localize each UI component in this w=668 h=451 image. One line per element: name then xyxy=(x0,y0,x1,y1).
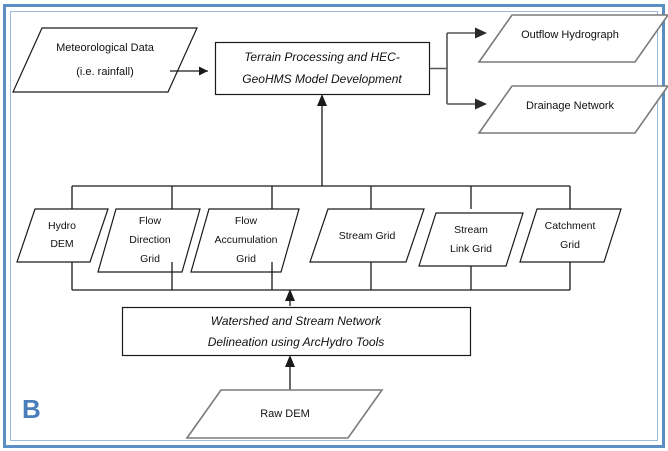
drainage-network-label: Drainage Network xyxy=(526,100,615,112)
raw-dem-label: Raw DEM xyxy=(260,408,310,420)
grid-4-line1: Stream xyxy=(454,224,488,236)
grid-1-line1: Flow xyxy=(139,215,162,227)
grid-5-line1: Catchment xyxy=(545,220,596,232)
node-watershed-delineation xyxy=(121,306,472,357)
manifold-drops-top xyxy=(71,186,571,209)
grid-2-line1: Flow xyxy=(235,215,258,227)
arrowhead-grids-to-terrain xyxy=(317,94,327,106)
meteorological-data-line1: Meteorological Data xyxy=(56,42,155,54)
node-drainage-network xyxy=(477,85,668,134)
node-outflow-hydrograph xyxy=(477,14,668,63)
node-raw-dem xyxy=(185,389,384,439)
terrain-processing-line2: GeoHMS Model Development xyxy=(242,72,402,86)
figure-border-outer xyxy=(3,4,665,448)
node-grid-2 xyxy=(190,208,300,273)
node-grid-4 xyxy=(418,212,524,267)
arrowhead-to-outflow-hydrograph xyxy=(475,27,487,39)
grid-3-line1: Stream Grid xyxy=(339,230,396,242)
node-meteorological-data xyxy=(12,27,198,93)
watershed-delineation-line2: Delineation using ArcHydro Tools xyxy=(208,335,385,349)
node-grid-3 xyxy=(309,208,425,263)
grid-4-line2: Link Grid xyxy=(450,243,492,255)
grid-2-line3: Grid xyxy=(236,253,256,265)
arrowhead-meteo-to-terrain xyxy=(199,66,208,76)
grid-1-line3: Grid xyxy=(140,253,160,265)
grid-2-line2: Accumulation xyxy=(214,234,277,246)
manifold-drops-bottom xyxy=(71,262,571,290)
grid-5-line2: Grid xyxy=(560,239,580,251)
connector-terrain-to-outputs xyxy=(430,32,481,105)
watershed-delineation-line1: Watershed and Stream Network xyxy=(211,314,383,328)
node-grid-5 xyxy=(519,208,622,263)
meteorological-data-line2: (i.e. rainfall) xyxy=(76,66,133,78)
arrowhead-to-drainage-network xyxy=(475,98,487,110)
panel-letter: B xyxy=(22,394,41,424)
grid-0-line1: Hydro xyxy=(48,220,76,232)
node-grid-1 xyxy=(97,208,201,273)
figure-border-inner xyxy=(10,11,658,441)
terrain-processing-line1: Terrain Processing and HEC- xyxy=(244,50,400,64)
node-grid-0 xyxy=(16,208,109,263)
node-terrain-processing xyxy=(214,41,431,96)
grid-row: Hydro DEM Flow Direction Grid Flow Accum… xyxy=(16,208,622,273)
grid-1-line2: Direction xyxy=(129,234,171,246)
grid-0-line2: DEM xyxy=(50,238,73,250)
arrowhead-watershed-to-grids xyxy=(285,289,295,301)
outflow-hydrograph-label: Outflow Hydrograph xyxy=(521,29,619,41)
arrowhead-rawdem-to-watershed xyxy=(285,355,295,367)
